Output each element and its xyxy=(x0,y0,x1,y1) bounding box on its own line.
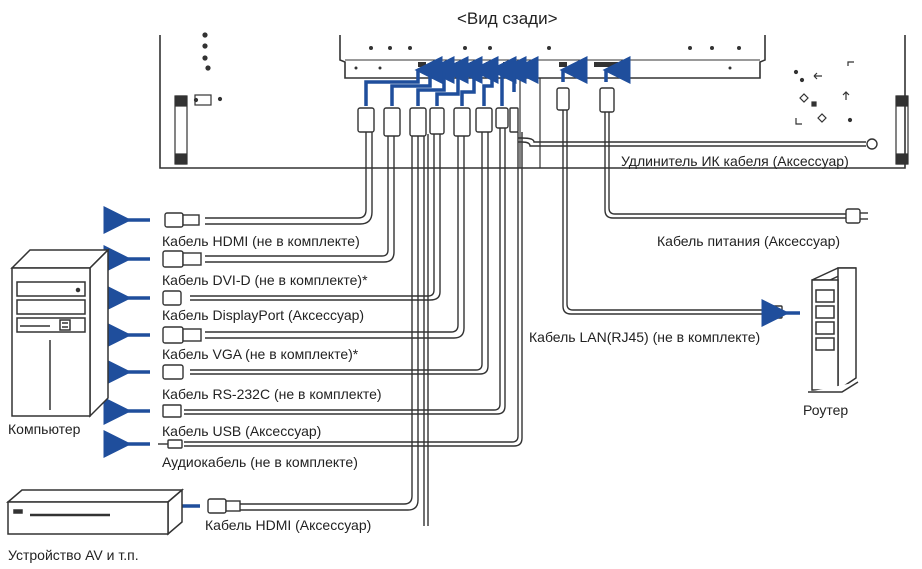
usb-connector-icon xyxy=(162,404,182,418)
displayport-connector-icon xyxy=(162,290,182,306)
port-arrows xyxy=(364,56,631,106)
diagram-title: <Вид сзади> xyxy=(457,9,558,28)
device-label-computer: Компьютер xyxy=(8,421,81,437)
cable-label-vga: Кабель VGA (не в комплекте)* xyxy=(162,346,359,362)
hdmi-connector-icon xyxy=(164,212,200,228)
cable-label-lan: Кабель LAN(RJ45) (не в комплекте) xyxy=(529,329,761,345)
router-icon xyxy=(808,267,859,393)
vga-connector-icon xyxy=(162,326,202,344)
left-mount-bracket xyxy=(174,32,223,165)
hdmi-av-connector-icon xyxy=(207,498,241,514)
monitor-side-connectors xyxy=(357,87,615,137)
computer-icon xyxy=(10,248,110,418)
port-strip xyxy=(418,62,618,67)
rs232c-connector-icon xyxy=(162,364,184,380)
cable-label-dvid: Кабель DVI-D (не в комплекте)* xyxy=(162,272,368,288)
monitor-back xyxy=(159,35,906,169)
lan-connector-icon xyxy=(765,305,783,319)
cable-label-rs232c: Кабель RS-232C (не в комплекте) xyxy=(162,386,382,402)
dvi-connector-icon xyxy=(162,250,202,268)
cable-label-displayport: Кабель DisplayPort (Аксессуар) xyxy=(162,307,365,323)
cable-label-ir-extender: Удлинитель ИК кабеля (Аксессуар) xyxy=(621,153,849,169)
cable-runs xyxy=(184,110,866,526)
monitor-screws xyxy=(354,46,741,70)
cable-label-hdmi-av: Кабель HDMI (Аксессуар) xyxy=(205,517,372,533)
power-plug-icon xyxy=(845,208,868,224)
cable-label-usb: Кабель USB (Аксессуар) xyxy=(162,423,322,439)
ir-sensor-icon xyxy=(866,138,878,150)
cable-label-power: Кабель питания (Аксессуар) xyxy=(657,233,841,249)
cable-label-hdmi-pc: Кабель HDMI (не в комплекте) xyxy=(162,233,360,249)
direction-arrows xyxy=(103,206,800,520)
av-device-icon xyxy=(5,488,185,536)
cable-label-audio: Аудиокабель (не в комплекте) xyxy=(162,454,358,470)
device-label-av: Устройство AV и т.п. xyxy=(8,547,139,563)
device-label-router: Роутер xyxy=(803,402,849,418)
right-mount-bracket xyxy=(793,61,909,165)
audio-jack-icon xyxy=(158,439,183,449)
